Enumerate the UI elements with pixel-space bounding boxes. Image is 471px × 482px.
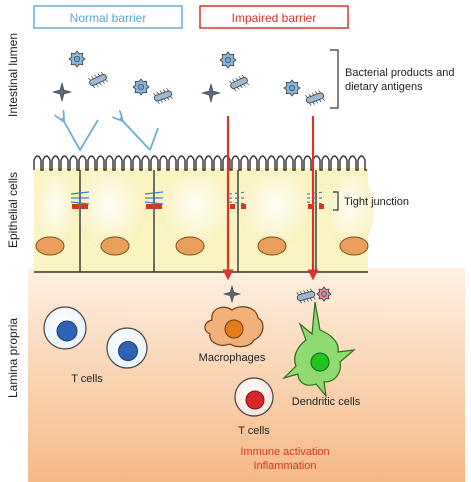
tight-junction-bracket: [333, 191, 339, 211]
epithelial-nucleus: [35, 236, 65, 256]
dendritic-cells-label: Dendritic cells: [292, 396, 361, 408]
tight-junction-label: Tight junction: [344, 196, 409, 208]
dendritic-cell: [281, 301, 356, 399]
virus-icon: [219, 51, 237, 69]
tight-junction: [228, 191, 248, 209]
bacterial-bracket: [330, 49, 339, 109]
outcome-line2: Inflammation: [254, 460, 317, 472]
antigen-fragment-icon: [316, 286, 332, 302]
macrophages-label: Macrophages: [199, 352, 266, 364]
tight-junction: [70, 191, 90, 209]
bacterial-label-line2: dietary antigens: [345, 81, 423, 93]
impaired-barrier-label: Impaired barrier: [232, 11, 317, 25]
epithelial-nucleus: [339, 236, 369, 256]
t-cells-left-label: T cells: [71, 373, 103, 385]
virus-icon: [68, 50, 86, 68]
intestinal-lumen-label: Intestinal lumen: [6, 33, 20, 117]
antigen-star-icon: [200, 82, 222, 104]
tight-junction: [144, 191, 164, 209]
bacterium-icon: [296, 288, 316, 304]
bacterial-label-line1: Bacterial products and: [345, 67, 454, 79]
antigen-star-icon: [222, 284, 242, 304]
t-cells-bottom-label: T cells: [238, 425, 270, 437]
epithelial-layer: [33, 155, 374, 273]
epithelial-nucleus: [257, 236, 287, 256]
outcome-line1: Immune activation: [240, 446, 329, 458]
bacterium-icon: [87, 71, 109, 89]
microvilli: [33, 155, 367, 171]
virus-icon: [132, 78, 150, 96]
epithelial-nucleus: [100, 236, 130, 256]
epithelial-cells-label: Epithelial cells: [6, 172, 20, 248]
t-cell: [43, 306, 87, 350]
lamina-propria-label: Lamina propria: [6, 318, 20, 398]
macrophage: [204, 306, 264, 348]
virus-icon: [283, 79, 301, 97]
blocked-antigen-arrows: [62, 118, 159, 152]
t-cell-activated: [234, 377, 274, 417]
bacterium-icon: [305, 90, 325, 106]
lamina-propria-region: [28, 268, 465, 482]
tight-junction: [306, 191, 326, 209]
bacterium-icon: [228, 74, 250, 92]
impaired-barrier-header: Impaired barrier: [199, 5, 349, 29]
normal-barrier-header: Normal barrier: [33, 5, 183, 29]
t-cell: [106, 327, 148, 369]
bacterium-icon: [153, 88, 173, 104]
normal-barrier-label: Normal barrier: [70, 11, 147, 25]
antigen-star-icon: [51, 81, 73, 103]
epithelial-nucleus: [175, 236, 205, 256]
penetration-arrows: [222, 116, 319, 281]
antigen-group: [51, 50, 332, 304]
